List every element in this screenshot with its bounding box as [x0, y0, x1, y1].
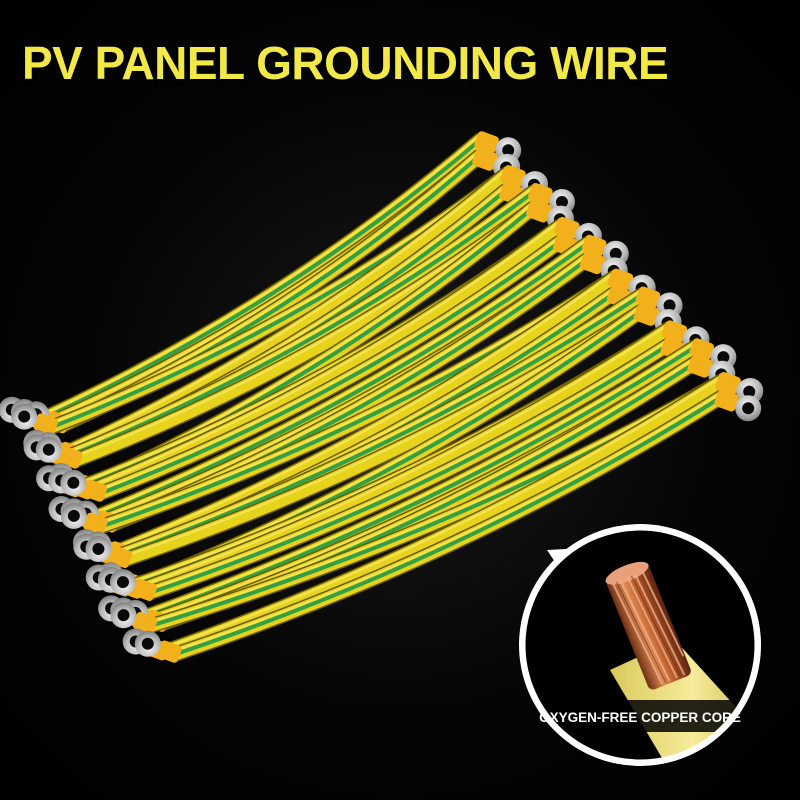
callout-label: OXYGEN-FREE COPPER CORE [539, 710, 741, 725]
page-title: PV PANEL GROUNDING WIRE [22, 37, 669, 89]
copper-core-image [519, 524, 761, 766]
